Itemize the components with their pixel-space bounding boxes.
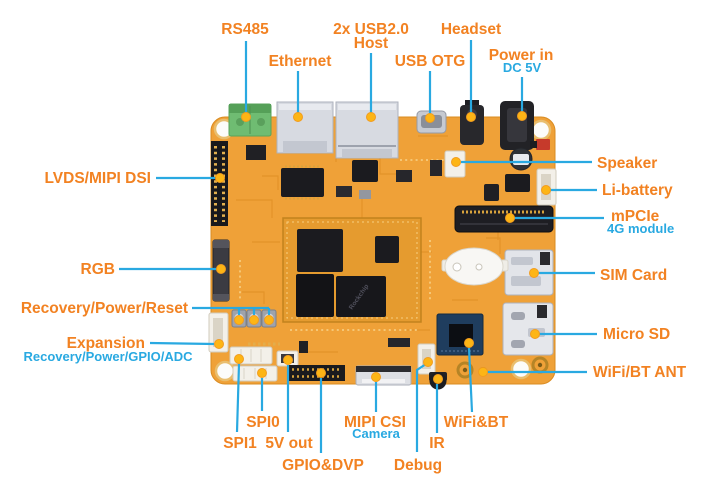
callout-recovery-power-reset: Recovery/Power/Reset — [21, 300, 274, 325]
callout-power-in-label: Power in — [489, 47, 554, 64]
callout-headset: Headset — [441, 21, 501, 122]
callout-mipi-csi-sublabel: Camera — [352, 426, 400, 441]
callout-gpio-dvp-label: GPIO&DVP — [282, 457, 364, 474]
callout-wifi-bt: WiFi&BT — [444, 338, 509, 431]
pcb-pads — [239, 159, 452, 346]
callout-mpcie-sublabel: 4G module — [607, 221, 674, 236]
callout-ir: IR — [429, 374, 445, 452]
callout-mipi-csi-label: MIPI CSI — [344, 414, 406, 431]
micro-sd-slot — [502, 302, 554, 356]
callout-wifi-bt-ant-label: WiFi/BT ANT — [593, 364, 687, 381]
callout-sim-card-label: SIM Card — [600, 267, 667, 284]
callout-rgb-label: RGB — [81, 261, 115, 278]
callout-spi0: SPI0 — [246, 368, 280, 431]
callout-usb-otg: USB OTG — [395, 53, 466, 123]
callout-micro-sd: Micro SD — [530, 326, 670, 343]
lvds-header — [211, 141, 228, 226]
usb-host-connector — [335, 101, 399, 159]
callout-rs485: RS485 — [221, 21, 269, 122]
callout-5v-out: 5V out — [265, 355, 313, 452]
wifi-module — [436, 313, 484, 356]
callout-li-battery-label: Li-battery — [602, 182, 673, 199]
callout-ir-label: IR — [429, 435, 445, 452]
callout-gpio-dvp: GPIO&DVP — [282, 368, 364, 474]
callout-lvds: LVDS/MIPI DSI — [44, 170, 225, 187]
callout-lvds-label: LVDS/MIPI DSI — [44, 170, 151, 187]
buzzer — [441, 247, 509, 286]
sim-card-slot — [504, 249, 554, 296]
spi0-connector — [232, 365, 278, 382]
dc-power-jack — [500, 101, 534, 150]
callout-speaker: Speaker — [451, 155, 657, 172]
callout-debug: Debug — [394, 357, 442, 474]
callout-headset-label: Headset — [441, 21, 501, 38]
ethernet-connector — [276, 101, 334, 154]
callout-expansion: Expansion Recovery/Power/GPIO/ADC — [23, 335, 224, 364]
callout-expansion-sublabel: Recovery/Power/GPIO/ADC — [23, 349, 193, 364]
mpcie-slot — [454, 205, 554, 233]
callout-speaker-label: Speaker — [597, 155, 657, 172]
callouts: RS485 Ethernet 2x USB2.0 Host USB OTG He… — [21, 21, 687, 474]
callout-wifi-bt-ant: WiFi/BT ANT — [478, 364, 687, 381]
callout-micro-sd-label: Micro SD — [603, 326, 670, 343]
callout-power-in-sublabel: DC 5V — [503, 60, 542, 75]
ethernet-phy-chip — [281, 165, 324, 200]
callout-usb-host-label: 2x USB2.0 — [333, 21, 409, 38]
callout-li-battery: Li-battery — [541, 182, 673, 199]
callout-mipi-csi: MIPI CSI Camera — [344, 372, 406, 441]
callout-debug-label: Debug — [394, 457, 442, 474]
callout-power-in: Power in DC 5V — [489, 47, 554, 121]
callout-ethernet: Ethernet — [269, 53, 332, 122]
callout-rs485-label: RS485 — [221, 21, 269, 38]
callout-expansion-label: Expansion — [67, 335, 145, 352]
callout-5v-out-label: 5V out — [265, 435, 312, 452]
callout-sim-card: SIM Card — [529, 267, 667, 284]
callout-usb-otg-label: USB OTG — [395, 53, 466, 70]
misc-components — [246, 139, 550, 353]
callout-spi1-label: SPI1 — [223, 435, 257, 452]
callout-rgb: RGB — [81, 261, 226, 278]
callout-usb-host-label2: Host — [354, 35, 388, 52]
som-module: Rockchip — [282, 217, 422, 323]
callout-mpcie-label: mPCIe — [611, 208, 660, 225]
callout-spi0-label: SPI0 — [246, 414, 280, 431]
callout-spi1: SPI1 — [223, 354, 257, 452]
callout-usb-host: 2x USB2.0 Host — [333, 21, 409, 122]
callout-wifi-bt-label: WiFi&BT — [444, 414, 509, 431]
callout-recovery-power-reset-label: Recovery/Power/Reset — [21, 300, 188, 317]
mipi-csi-connector — [355, 365, 412, 386]
callout-ethernet-label: Ethernet — [269, 53, 332, 70]
callout-mpcie: mPCIe 4G module — [505, 208, 674, 236]
